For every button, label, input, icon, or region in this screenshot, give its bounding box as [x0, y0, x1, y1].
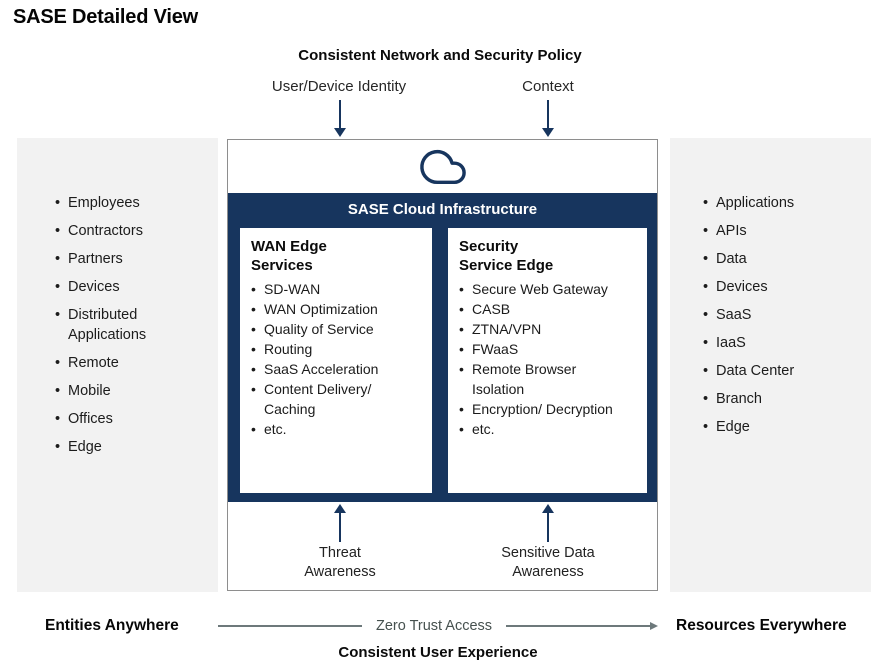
arrow-stem — [546, 100, 550, 128]
context-label: Context — [522, 78, 574, 95]
zero-trust-arrow: Zero Trust Access — [218, 618, 659, 634]
list-item: etc. — [251, 419, 426, 439]
entities-anywhere-label: Entities Anywhere — [45, 617, 179, 634]
identity-down-arrow-icon — [333, 100, 347, 137]
list-item: Encryption/ Decryption — [459, 399, 641, 419]
sse-box-title-line1: Security — [459, 238, 519, 255]
sase-infrastructure-title: SASE Cloud Infrastructure — [347, 201, 538, 218]
sensitive-data-awareness-label: Sensitive Data Awareness — [501, 545, 595, 580]
list-item: Data — [703, 249, 863, 269]
policy-heading: Consistent Network and Security Policy — [298, 47, 582, 64]
resources-everywhere-label: Resources Everywhere — [676, 617, 847, 634]
list-item: SaaS — [703, 305, 863, 325]
list-item: Devices — [55, 277, 208, 297]
list-item: Remote Browser Isolation — [459, 359, 641, 399]
list-item: Quality of Service — [251, 319, 426, 339]
list-item: FWaaS — [459, 339, 641, 359]
list-item: etc. — [459, 419, 641, 439]
list-item: WAN Optimization — [251, 299, 426, 319]
list-item: Offices — [55, 409, 208, 429]
list-item: Devices — [703, 277, 863, 297]
arrow-stem — [338, 513, 342, 542]
list-item: Data Center — [703, 361, 863, 381]
list-item: SaaS Acceleration — [251, 359, 426, 379]
list-item: CASB — [459, 299, 641, 319]
arrow-line — [506, 625, 651, 627]
wan-services-list: SD-WANWAN OptimizationQuality of Service… — [251, 279, 426, 439]
list-item: IaaS — [703, 333, 863, 353]
list-item: Remote — [55, 353, 208, 373]
resources-panel: ApplicationsAPIsDataDevicesSaaS IaaS Data … — [670, 138, 871, 592]
arrow-head — [650, 622, 659, 630]
consistent-user-experience-label: Consistent User Experience — [338, 644, 538, 661]
arrow-head — [334, 504, 346, 513]
sse-box-title-line2: Service Edge — [459, 257, 554, 274]
list-item: Routing — [251, 339, 426, 359]
list-item: Applications — [703, 193, 863, 213]
list-item: APIs — [703, 221, 863, 241]
arrow-line — [218, 625, 362, 627]
entities-panel: EmployeesContractorsPartnersDevicesDistr… — [17, 138, 218, 592]
list-item: Branch — [703, 389, 863, 409]
threat-awareness-label: Threat Awareness — [304, 545, 376, 580]
list-item: Edge — [703, 417, 863, 437]
sase-cloud-box: SASE Cloud Infrastructure WAN Edge Servi… — [227, 139, 658, 591]
zero-trust-access-label: Zero Trust Access — [375, 618, 493, 634]
list-item: Contractors — [55, 221, 208, 241]
list-item: SD-WAN — [251, 279, 426, 299]
wan-edge-services-box: WAN Edge Services SD-WANWAN Optimization… — [240, 228, 432, 493]
identity-label: User/Device Identity — [271, 78, 407, 95]
arrow-head — [542, 504, 554, 513]
wan-box-title-line2: Services — [251, 257, 313, 274]
arrow-head — [542, 128, 554, 137]
list-item: Edge — [55, 437, 208, 457]
page-title: SASE Detailed View — [13, 6, 198, 28]
list-item: Distributed Applications — [55, 305, 208, 345]
sse-services-list: Secure Web GatewayCASBZTNA/VPNFWaaSRemot… — [459, 279, 641, 439]
sase-infrastructure-block: SASE Cloud Infrastructure WAN Edge Servi… — [228, 193, 657, 502]
sensitive-up-arrow-icon — [541, 504, 555, 542]
list-item: Secure Web Gateway — [459, 279, 641, 299]
cloud-icon — [228, 140, 657, 193]
threat-up-arrow-icon — [333, 504, 347, 542]
entities-list: EmployeesContractorsPartnersDevicesDistr… — [17, 138, 218, 457]
resources-list: ApplicationsAPIsDataDevicesSaaS IaaS Data … — [670, 138, 871, 437]
list-item: ZTNA/VPN — [459, 319, 641, 339]
list-item: Mobile — [55, 381, 208, 401]
arrow-stem — [338, 100, 342, 128]
arrow-stem — [546, 513, 550, 542]
list-item: Content Delivery/ Caching — [251, 379, 426, 419]
security-service-edge-box: Security Service Edge Secure Web Gateway… — [448, 228, 647, 493]
arrow-head — [334, 128, 346, 137]
context-down-arrow-icon — [541, 100, 555, 137]
wan-box-title-line1: WAN Edge — [251, 238, 327, 255]
list-item: Employees — [55, 193, 208, 213]
list-item: Partners — [55, 249, 208, 269]
